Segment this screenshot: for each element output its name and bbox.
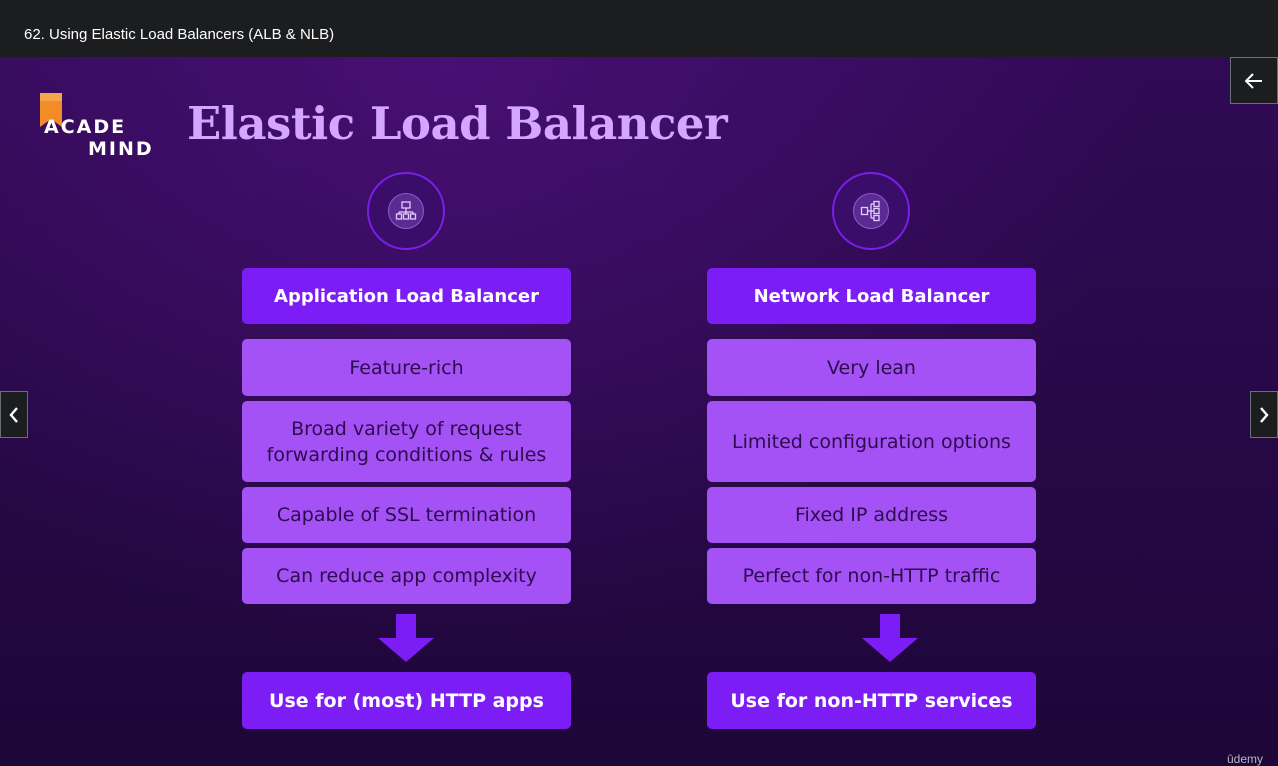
udemy-watermark: ûdemy — [1227, 752, 1264, 766]
nlb-header: Network Load Balancer — [707, 268, 1036, 324]
alb-result: Use for (most) HTTP apps — [242, 672, 571, 729]
alb-header: Application Load Balancer — [242, 268, 571, 324]
alb-feature-3: Capable of SSL termination — [242, 487, 571, 543]
slide-title: Elastic Load Balancer — [187, 97, 728, 150]
video-top-bar: 62. Using Elastic Load Balancers (ALB & … — [0, 0, 1278, 57]
nlb-feature-4: Perfect for non-HTTP traffic — [707, 548, 1036, 604]
alb-feature-4: Can reduce app complexity — [242, 548, 571, 604]
load-balancer-hierarchy-icon — [395, 201, 417, 220]
network-fanout-icon — [860, 200, 880, 222]
alb-icon-circle — [367, 172, 445, 250]
lecture-title: 62. Using Elastic Load Balancers (ALB & … — [24, 26, 335, 43]
nlb-result: Use for non-HTTP services — [707, 672, 1036, 729]
down-arrow-icon — [862, 614, 918, 662]
nlb-feature-1: Very lean — [707, 339, 1036, 396]
bookmark-icon — [40, 93, 62, 127]
chevron-right-icon — [1260, 406, 1269, 423]
logo-text-line1: ACADE — [44, 116, 127, 138]
down-arrow-icon — [378, 614, 434, 662]
next-lecture-button[interactable] — [1250, 391, 1278, 438]
logo-text-line2: MIND — [88, 138, 154, 160]
nlb-icon-circle — [832, 172, 910, 250]
academind-logo: ACADE MIND — [32, 87, 157, 162]
arrow-left-icon — [1245, 72, 1262, 89]
previous-lecture-button[interactable] — [0, 391, 28, 438]
slide-content: ACADE MIND Elastic Load Balancer Applica… — [0, 57, 1278, 766]
chevron-left-icon — [9, 406, 18, 423]
nlb-feature-2: Limited configuration options — [707, 401, 1036, 482]
alb-feature-2: Broad variety of request forwarding cond… — [242, 401, 571, 482]
nlb-feature-3: Fixed IP address — [707, 487, 1036, 543]
back-button[interactable] — [1230, 57, 1278, 104]
alb-feature-1: Feature-rich — [242, 339, 571, 396]
